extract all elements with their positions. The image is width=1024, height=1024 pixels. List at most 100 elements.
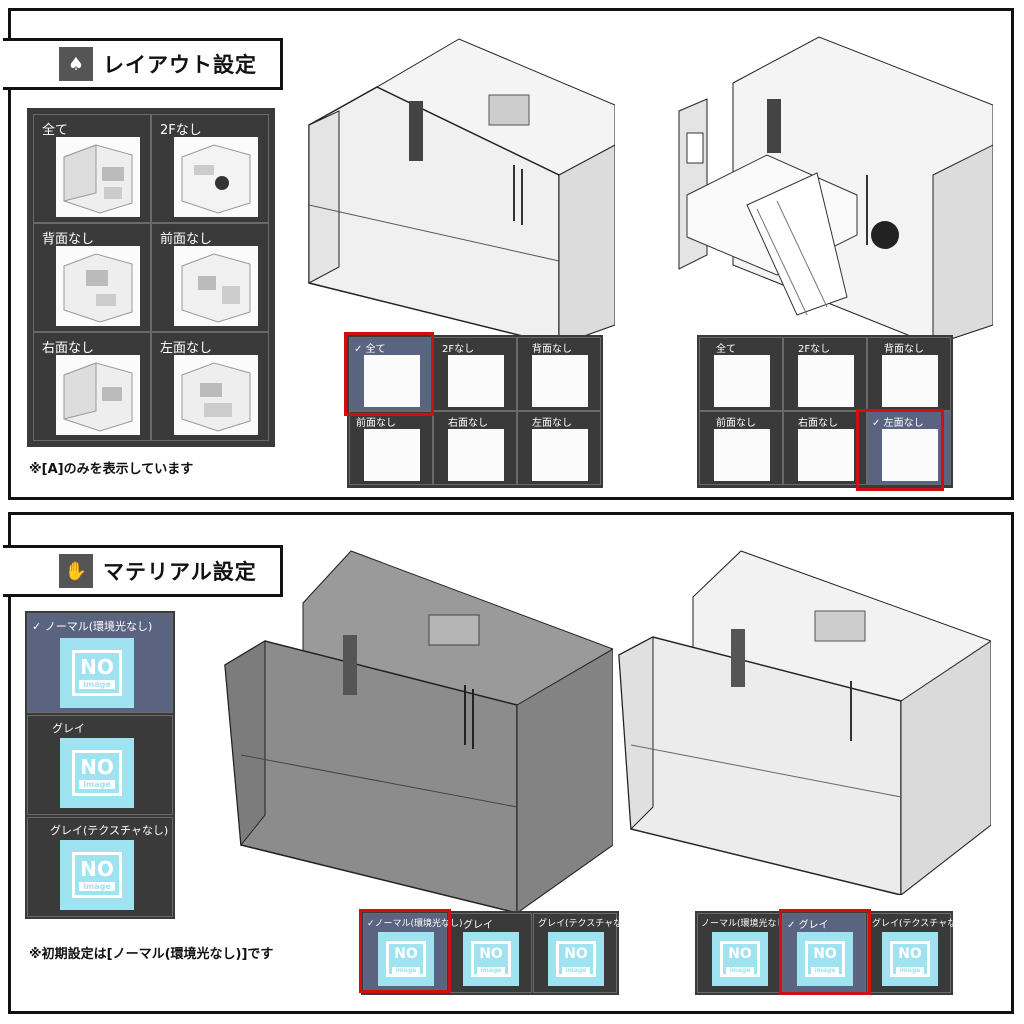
layout-option-all[interactable]: 全て (33, 114, 151, 223)
check-icon: ✓ (872, 418, 881, 429)
option-label: 左面なし (883, 418, 924, 429)
option-label: 2Fなし (798, 344, 831, 355)
thumbnail (798, 429, 854, 481)
image-text: image (895, 966, 925, 974)
option-label: 全て (365, 344, 386, 355)
option-label: ノーマル(環境光なし) (44, 620, 153, 633)
layout-option-no-left[interactable]: 左面なし (517, 411, 601, 485)
layout-option-no-front[interactable]: 前面なし (349, 411, 433, 485)
option-label: グレイ (52, 722, 85, 735)
layout-option-no-back[interactable]: 背面なし (867, 337, 951, 411)
image-text: image (79, 882, 115, 891)
layout-person-icon: ♠ (59, 47, 93, 81)
no-image-thumbnail: NO image (463, 932, 519, 986)
option-label: 左面なし (532, 418, 572, 429)
thumbnail (448, 429, 504, 481)
layout-note: ※[A]のみを表示しています (29, 462, 194, 477)
option-label: 背面なし (42, 232, 95, 247)
material-option-gray[interactable]: グレイ NO image (448, 913, 532, 993)
layout-option-no-right[interactable]: 右面なし (783, 411, 867, 485)
option-label: ノーマル(環境光なし) (374, 919, 463, 929)
option-label: グレイ(テクスチャなし) (872, 919, 969, 929)
house-render-normal (217, 545, 613, 913)
thumbnail (56, 246, 140, 326)
check-icon: ✓ (354, 344, 363, 355)
layout-option-no-2f[interactable]: 2Fなし (783, 337, 867, 411)
no-image-thumbnail: NO image (797, 932, 853, 986)
layout-option-no-front[interactable]: 前面なし (151, 223, 269, 332)
material-settings-banner: ✋ マテリアル設定 (3, 545, 283, 597)
selected-highlight (856, 409, 944, 491)
image-text: image (79, 780, 115, 789)
image-text: image (561, 966, 591, 974)
house-render-no-left (657, 25, 993, 345)
thumbnail (532, 355, 588, 407)
thumbnail (532, 429, 588, 481)
no-image-thumbnail: NO image (882, 932, 938, 986)
image-text: image (476, 966, 506, 974)
layout-option-all[interactable]: ✓ 全て (349, 337, 433, 411)
option-label: ノーマル(環境光なし) (701, 919, 790, 929)
selected-highlight (344, 332, 434, 416)
layout-settings-title: レイアウト設定 (103, 53, 257, 77)
selected-highlight (779, 909, 871, 995)
check-icon: ✓ (367, 919, 375, 929)
layout-option-no-right[interactable]: 右面なし (33, 332, 151, 441)
no-image-thumbnail: NO image (548, 932, 604, 986)
material-option-gray-no-texture[interactable]: グレイ(テクスチャなし) NO image (867, 913, 969, 993)
layout-option-no-2f[interactable]: 2Fなし (151, 114, 269, 223)
layout-option-no-back[interactable]: 背面なし (517, 337, 601, 411)
layout-selector-small-left: ✓ 全て 2Fなし 背面なし 前面なし 右面なし 左面なし (347, 335, 603, 488)
material-hand-icon: ✋ (59, 554, 93, 588)
option-label: 左面なし (160, 341, 213, 356)
option-label: 全て (716, 344, 736, 355)
no-image-text: NO (898, 945, 922, 962)
thumbnail (56, 137, 140, 217)
no-image-text: NO (80, 755, 114, 779)
layout-settings-section: ♠ レイアウト設定 全て 2Fなし 背面なし 前面なし 右面なし 左面なし ※[… (3, 8, 1014, 500)
option-label: グレイ (463, 920, 493, 931)
thumbnail (364, 355, 420, 407)
option-label: 背面なし (532, 344, 572, 355)
thumbnail (882, 355, 938, 407)
layout-options-panel: 全て 2Fなし 背面なし 前面なし 右面なし 左面なし (27, 108, 275, 447)
selected-highlight (359, 909, 451, 993)
thumbnail (174, 137, 258, 217)
layout-option-no-right[interactable]: 右面なし (433, 411, 517, 485)
layout-option-no-back[interactable]: 背面なし (33, 223, 151, 332)
layout-option-no-left[interactable]: 左面なし (151, 332, 269, 441)
layout-option-all[interactable]: 全て (699, 337, 783, 411)
option-label: 背面なし (884, 344, 924, 355)
layout-option-no-front[interactable]: 前面なし (699, 411, 783, 485)
thumbnail (448, 355, 504, 407)
option-label: 右面なし (798, 418, 838, 429)
option-label: 右面なし (42, 341, 95, 356)
thumbnail (798, 355, 854, 407)
layout-selector-small-right: 全て 2Fなし 背面なし 前面なし 右面なし ✓ 左面なし (697, 335, 953, 488)
no-image-text: NO (479, 945, 503, 962)
option-label: 2Fなし (160, 123, 202, 138)
option-label: 全て (42, 123, 69, 138)
no-image-text: NO (564, 945, 588, 962)
check-icon: ✓ (787, 920, 796, 931)
layout-option-no-2f[interactable]: 2Fなし (433, 337, 517, 411)
image-text: image (391, 966, 421, 974)
house-render-gray (611, 545, 991, 895)
option-label: 前面なし (160, 232, 213, 247)
image-text: image (810, 966, 840, 974)
thumbnail (364, 429, 420, 481)
no-image-text: NO (813, 945, 837, 962)
layout-option-no-left[interactable]: ✓ 左面なし (867, 411, 951, 485)
no-image-text: NO (80, 655, 114, 679)
material-note: ※初期設定は[ノーマル(環境光なし)]です (29, 947, 274, 962)
